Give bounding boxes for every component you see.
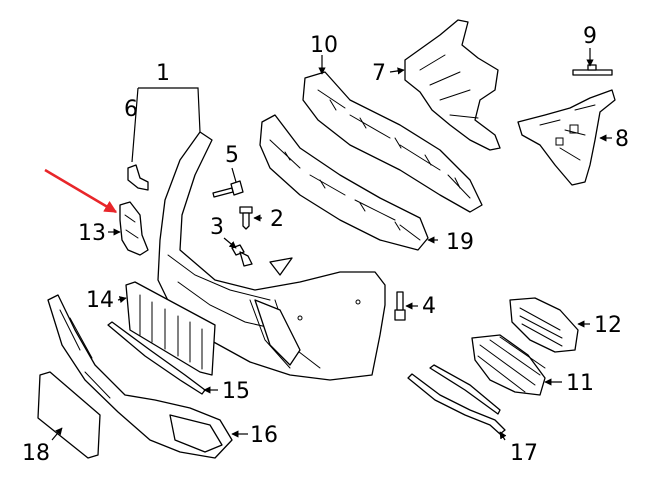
part-14-lower-grille (125, 281, 216, 376)
callout-labels: 1 6 5 2 3 4 10 7 9 8 19 13 14 15 16 18 1… (22, 24, 629, 466)
callout-4: 4 (422, 294, 436, 319)
callout-18: 18 (22, 441, 50, 466)
part-18-plate-base (37, 371, 101, 459)
callout-13: 13 (78, 221, 106, 246)
part-16-lower-spoiler (47, 294, 233, 459)
part-13-bracket (119, 201, 149, 256)
callout-17: 17 (510, 441, 538, 466)
part-5-bolt (212, 180, 244, 198)
callout-14: 14 (86, 288, 114, 313)
part-7-bracket (404, 19, 501, 151)
part-4-screw (394, 291, 406, 321)
part-6-bracket (127, 164, 149, 191)
callout-5: 5 (225, 143, 239, 168)
part-8-side-bracket (517, 89, 616, 186)
part-1-bumper-cover (157, 131, 386, 381)
callout-7: 7 (372, 61, 386, 86)
callout-9: 9 (583, 24, 597, 49)
part-17-trim-ring (407, 364, 506, 435)
callout-3: 3 (210, 215, 224, 240)
callout-16: 16 (250, 423, 278, 448)
callout-12: 12 (594, 313, 622, 338)
callout-11: 11 (566, 371, 594, 396)
callout-10: 10 (310, 33, 338, 58)
leader-lines (51, 48, 612, 441)
callout-1: 1 (156, 61, 170, 86)
part-19-lower-reinforcement (259, 114, 429, 251)
part-3-bolt (231, 244, 253, 267)
part-9-clip (572, 64, 613, 76)
callout-8: 8 (615, 127, 629, 152)
callout-19: 19 (446, 230, 474, 255)
part-11-grille-insert (471, 334, 546, 396)
callout-2: 2 (270, 207, 284, 232)
part-12-fog-cover (509, 297, 579, 353)
part-10-upper-reinforcement (302, 71, 483, 213)
callout-15: 15 (222, 379, 250, 404)
part-2-screw (239, 206, 253, 230)
highlight-arrow (44, 168, 118, 214)
callout-6: 6 (124, 97, 138, 122)
